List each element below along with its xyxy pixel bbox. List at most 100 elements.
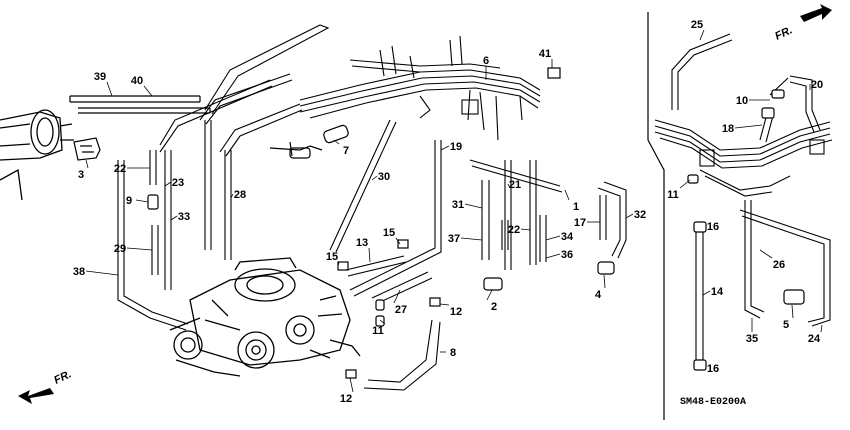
callout-11-label: 11 [667,189,679,201]
leader-line-11 [379,319,386,325]
inset-tube-harness [654,119,833,197]
callout-40-label: 40 [131,75,143,87]
callout-34-label: 34 [561,231,574,243]
callout-5-label: 5 [783,319,789,331]
callout-32-label: 32 [634,209,646,221]
callout-10-label: 10 [736,95,748,107]
callout-15-label: 15 [383,227,395,239]
leader-line-29 [126,247,153,251]
leader-line-12 [349,377,354,393]
callout-22-label: 22 [114,163,126,175]
fr-arrow-bottom [18,388,54,404]
callout-27-label: 27 [395,304,407,316]
callout-7-label: 7 [343,145,349,157]
leader-line-34 [545,235,561,241]
callout-16-label: 16 [707,363,719,375]
reference-suffix: A [740,397,746,408]
leader-line-33 [170,215,178,221]
callout-12-label: 12 [450,306,462,318]
direction-label-top: FR. [773,24,794,42]
callout-8-label: 8 [450,347,456,359]
callout-21-label: 21 [509,179,521,191]
leader-line-26 [759,249,773,259]
leader-line-4 [603,274,606,289]
callout-18-label: 18 [722,123,734,135]
callout-28-label: 28 [234,189,246,201]
callout-1-label: 1 [573,201,579,213]
leader-line-2 [486,289,493,301]
leader-line-21 [507,183,511,189]
leader-line-39 [106,81,113,97]
direction-label-bottom: FR. [52,368,73,386]
callout-24-label: 24 [808,333,821,345]
hose-bundle [117,24,627,391]
leader-line-11 [679,179,691,189]
leader-line-38 [85,270,119,276]
leader-line-3 [85,159,89,169]
leader-line-9 [135,199,149,203]
inset-divider [647,12,665,420]
air-cleaner-part [0,109,74,201]
callout-37-label: 37 [448,233,460,245]
callout-16-label: 16 [707,221,719,233]
callout-30-label: 30 [378,171,390,183]
callout-31-label: 31 [452,199,464,211]
leader-line-36 [545,253,561,259]
leader-line-23 [164,181,172,187]
callout-23-label: 23 [172,177,184,189]
leader-line-28 [230,193,234,199]
carburetor-assembly [169,257,361,377]
callout-15-label: 15 [326,251,338,263]
leader-line-14 [702,290,711,296]
callout-41-label: 41 [539,48,551,60]
callout-29-label: 29 [114,243,126,255]
callout-3-label: 3 [78,169,84,181]
part-7-valve [269,124,349,159]
callout-13-label: 13 [356,237,368,249]
callout-12-label: 12 [340,393,352,405]
clips-and-connectors [147,67,615,379]
leader-line-22 [520,228,531,231]
reference-code: SM48-E0200 [680,397,740,408]
callout-2-label: 2 [491,301,497,313]
callout-26-label: 26 [773,259,785,271]
leader-line-15 [337,261,340,267]
leader-line-27 [393,289,401,304]
leader-line-37 [460,237,483,241]
callout-20-label: 20 [811,79,823,91]
callout-19-label: 19 [450,141,462,153]
callout-33-label: 33 [178,211,190,223]
inset-hoses [671,33,831,360]
leader-line-32 [625,213,634,219]
leader-line-19 [440,145,450,151]
part-3-bracket [73,137,101,161]
leader-line-7 [333,139,340,145]
callout-6-label: 6 [483,55,489,67]
callout-38-label: 38 [73,266,85,278]
part-13-tube [345,255,407,277]
leader-line-30 [371,175,378,181]
inset-components [687,89,805,371]
fr-arrow-top [800,4,832,22]
callout-17-label: 17 [574,217,586,229]
leader-line-24 [820,324,823,333]
callout-4-label: 4 [595,289,602,301]
callout-11-label: 11 [372,325,384,337]
leader-line-5 [791,304,794,319]
leader-line-31 [464,203,483,209]
part-39-40-tubes [69,95,211,114]
leader-line-12 [439,303,450,306]
leader-lines [85,29,823,393]
tube-harness-main [299,35,541,141]
callout-14-label: 14 [711,286,724,298]
callout-25-label: 25 [691,19,703,31]
leader-line-13 [368,247,371,263]
leader-line-1 [564,189,570,201]
callout-9-label: 9 [126,195,132,207]
callout-36-label: 36 [561,249,573,261]
callout-22-label: 22 [508,224,520,236]
leader-line-40 [143,85,153,97]
